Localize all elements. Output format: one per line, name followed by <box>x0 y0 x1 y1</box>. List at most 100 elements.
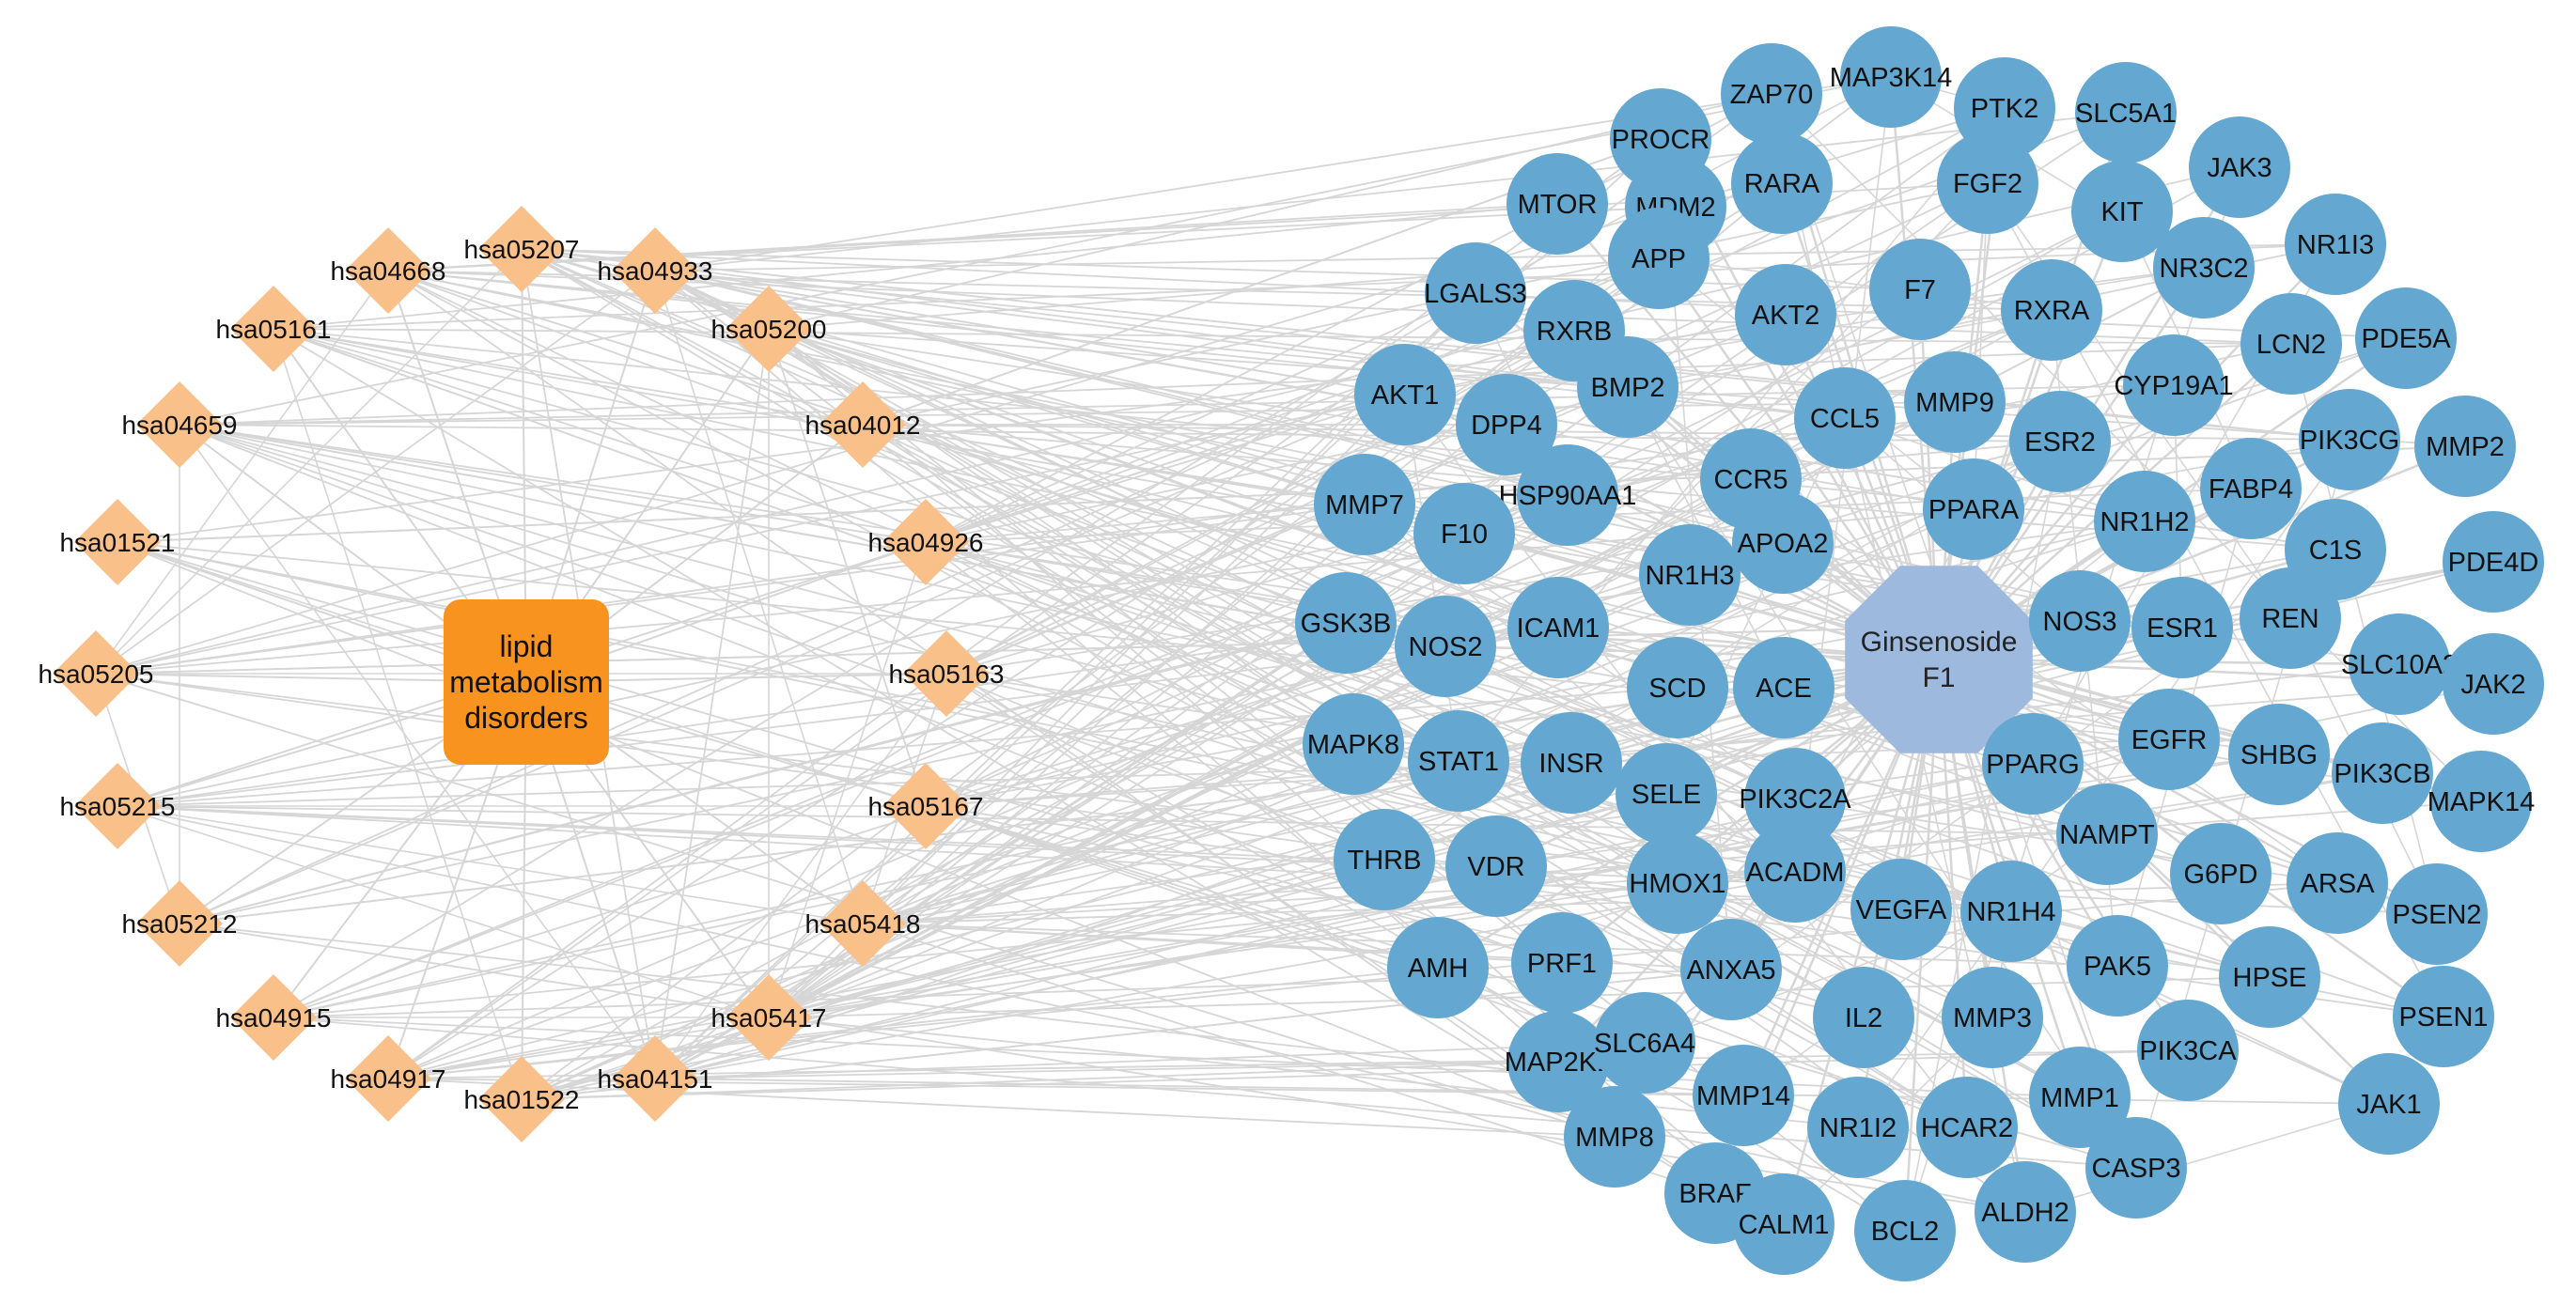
gene-node-ren[interactable]: REN <box>2240 567 2341 669</box>
gene-node-aldh2[interactable]: ALDH2 <box>1975 1161 2076 1263</box>
gene-node-egfr[interactable]: EGFR <box>2118 689 2220 790</box>
gene-node-pak5[interactable]: PAK5 <box>2067 915 2168 1017</box>
gene-node-bmp2[interactable]: BMP2 <box>1577 336 1678 438</box>
gene-node-pik3cb[interactable]: PIK3CB <box>2332 722 2433 824</box>
pathway-node-hsa05215[interactable]: hsa05215 <box>59 763 176 849</box>
gene-node-mmp14[interactable]: MMP14 <box>1693 1045 1794 1146</box>
gene-node-fgf2[interactable]: FGF2 <box>1937 132 2038 234</box>
gene-node-mmp2[interactable]: MMP2 <box>2414 396 2516 497</box>
pathway-node-hsa04933[interactable]: hsa04933 <box>597 227 713 314</box>
gene-node-hcar2[interactable]: HCAR2 <box>1916 1077 2018 1178</box>
gene-node-akt2[interactable]: AKT2 <box>1735 264 1836 365</box>
gene-node-nr3c2[interactable]: NR3C2 <box>2153 217 2255 318</box>
gene-node-calm1[interactable]: CALM1 <box>1733 1173 1834 1275</box>
gene-node-casp3[interactable]: CASP3 <box>2085 1117 2187 1219</box>
gene-node-prf1[interactable]: PRF1 <box>1511 912 1613 1014</box>
pathway-node-hsa05418[interactable]: hsa05418 <box>804 880 921 967</box>
gene-node-psen1[interactable]: PSEN1 <box>2393 966 2494 1067</box>
gene-node-insr[interactable]: INSR <box>1521 712 1622 814</box>
gene-node-nampt[interactable]: NAMPT <box>2056 784 2158 885</box>
gene-node-fabp4[interactable]: FABP4 <box>2200 438 2302 539</box>
gene-node-pik3cg[interactable]: PIK3CG <box>2299 389 2400 490</box>
gene-node-scd[interactable]: SCD <box>1627 637 1728 738</box>
gene-node-hpse[interactable]: HPSE <box>2219 926 2320 1028</box>
gene-node-mmp7[interactable]: MMP7 <box>1314 454 1415 555</box>
gene-node-esr2[interactable]: ESR2 <box>2009 391 2111 492</box>
gene-node-esr1[interactable]: ESR1 <box>2131 577 2233 678</box>
pathway-node-hsa05212[interactable]: hsa05212 <box>121 880 238 967</box>
gene-node-mmp3[interactable]: MMP3 <box>1942 967 2043 1068</box>
gene-node-pde4d[interactable]: PDE4D <box>2443 511 2544 613</box>
gene-node-lgals3[interactable]: LGALS3 <box>1424 242 1527 344</box>
pathway-node-hsa04915[interactable]: hsa04915 <box>215 974 332 1061</box>
gene-node-apoa2[interactable]: APOA2 <box>1732 492 1834 594</box>
gene-node-vdr[interactable]: VDR <box>1445 815 1547 917</box>
pathway-node-hsa04917[interactable]: hsa04917 <box>330 1035 446 1122</box>
gene-node-jak3[interactable]: JAK3 <box>2189 116 2290 218</box>
gene-node-akt1[interactable]: AKT1 <box>1354 344 1456 445</box>
gene-node-slc5a1[interactable]: SLC5A1 <box>2075 62 2177 163</box>
gene-node-sele[interactable]: SELE <box>1616 743 1717 845</box>
gene-node-stat1[interactable]: STAT1 <box>1408 710 1509 812</box>
pathway-node-hsa04012[interactable]: hsa04012 <box>804 381 921 468</box>
gene-node-mtor[interactable]: MTOR <box>1507 153 1608 255</box>
gene-node-rara[interactable]: RARA <box>1731 132 1833 234</box>
pathway-node-hsa01521[interactable]: hsa01521 <box>59 499 176 585</box>
gene-node-nos3[interactable]: NOS3 <box>2029 570 2131 672</box>
gene-node-slc10a2[interactable]: SLC10A2 <box>2341 613 2458 715</box>
gene-node-ppara[interactable]: PPARA <box>1923 458 2024 560</box>
pathway-node-hsa05200[interactable]: hsa05200 <box>710 286 827 372</box>
pathway-node-hsa04151[interactable]: hsa04151 <box>597 1035 713 1122</box>
gene-node-pde5a[interactable]: PDE5A <box>2355 287 2457 389</box>
gene-node-nr1h3[interactable]: NR1H3 <box>1639 524 1741 626</box>
gene-node-gsk3b[interactable]: GSK3B <box>1295 572 1397 674</box>
pathway-node-hsa05163[interactable]: hsa05163 <box>888 630 1005 717</box>
gene-node-f10[interactable]: F10 <box>1413 483 1515 584</box>
gene-node-pik3c2a[interactable]: PIK3C2A <box>1739 748 1851 849</box>
gene-node-app[interactable]: APP <box>1608 208 1710 309</box>
gene-node-ccl5[interactable]: CCL5 <box>1794 367 1896 469</box>
pathway-node-hsa05161[interactable]: hsa05161 <box>215 286 332 372</box>
pathway-node-hsa01522[interactable]: hsa01522 <box>463 1056 580 1142</box>
gene-node-amh[interactable]: AMH <box>1387 917 1489 1018</box>
pathway-node-hsa05167[interactable]: hsa05167 <box>867 763 984 849</box>
gene-node-nos2[interactable]: NOS2 <box>1395 596 1496 697</box>
gene-node-kit[interactable]: KIT <box>2071 161 2173 262</box>
gene-node-arsa[interactable]: ARSA <box>2287 832 2388 934</box>
gene-node-acadm[interactable]: ACADM <box>1744 821 1846 923</box>
gene-node-ace[interactable]: ACE <box>1733 637 1834 738</box>
gene-node-nr1h4[interactable]: NR1H4 <box>1960 861 2062 962</box>
gene-node-cyp19a1[interactable]: CYP19A1 <box>2114 334 2234 436</box>
gene-node-mmp1[interactable]: MMP1 <box>2029 1047 2131 1148</box>
gene-node-thrb[interactable]: THRB <box>1334 809 1435 910</box>
gene-node-jak2[interactable]: JAK2 <box>2443 633 2544 735</box>
gene-node-anxa5[interactable]: ANXA5 <box>1680 919 1782 1020</box>
gene-node-pparg[interactable]: PPARG <box>1982 713 2084 815</box>
pathway-node-hsa05417[interactable]: hsa05417 <box>710 974 827 1061</box>
pathway-node-hsa05207[interactable]: hsa05207 <box>463 206 580 292</box>
gene-node-icam1[interactable]: ICAM1 <box>1507 577 1609 678</box>
gene-node-mmp9[interactable]: MMP9 <box>1904 351 2006 453</box>
gene-node-jak1[interactable]: JAK1 <box>2338 1053 2440 1155</box>
gene-node-dpp4[interactable]: DPP4 <box>1456 374 1557 475</box>
pathway-node-hsa04659[interactable]: hsa04659 <box>121 381 238 468</box>
gene-node-mapk8[interactable]: MAPK8 <box>1303 693 1404 795</box>
gene-node-il2[interactable]: IL2 <box>1813 967 1914 1068</box>
gene-node-nr1i2[interactable]: NR1I2 <box>1807 1077 1909 1178</box>
gene-node-nr1i3[interactable]: NR1I3 <box>2285 194 2386 295</box>
gene-node-lcn2[interactable]: LCN2 <box>2240 293 2342 395</box>
gene-node-mmp8[interactable]: MMP8 <box>1564 1086 1665 1188</box>
gene-node-vegfa[interactable]: VEGFA <box>1850 859 1952 960</box>
gene-node-zap70[interactable]: ZAP70 <box>1721 43 1822 145</box>
pathway-node-hsa04926[interactable]: hsa04926 <box>867 499 984 585</box>
gene-node-rxra[interactable]: RXRA <box>2001 259 2102 361</box>
gene-node-map3k14[interactable]: MAP3K14 <box>1830 26 1953 128</box>
gene-node-hsp90aa1[interactable]: HSP90AA1 <box>1499 444 1637 546</box>
gene-node-pik3ca[interactable]: PIK3CA <box>2137 1000 2239 1101</box>
gene-node-slc6a4[interactable]: SLC6A4 <box>1594 992 1695 1094</box>
gene-node-nr1h2[interactable]: NR1H2 <box>2094 471 2195 572</box>
gene-node-psen2[interactable]: PSEN2 <box>2386 863 2488 965</box>
gene-node-bcl2[interactable]: BCL2 <box>1854 1180 1956 1281</box>
